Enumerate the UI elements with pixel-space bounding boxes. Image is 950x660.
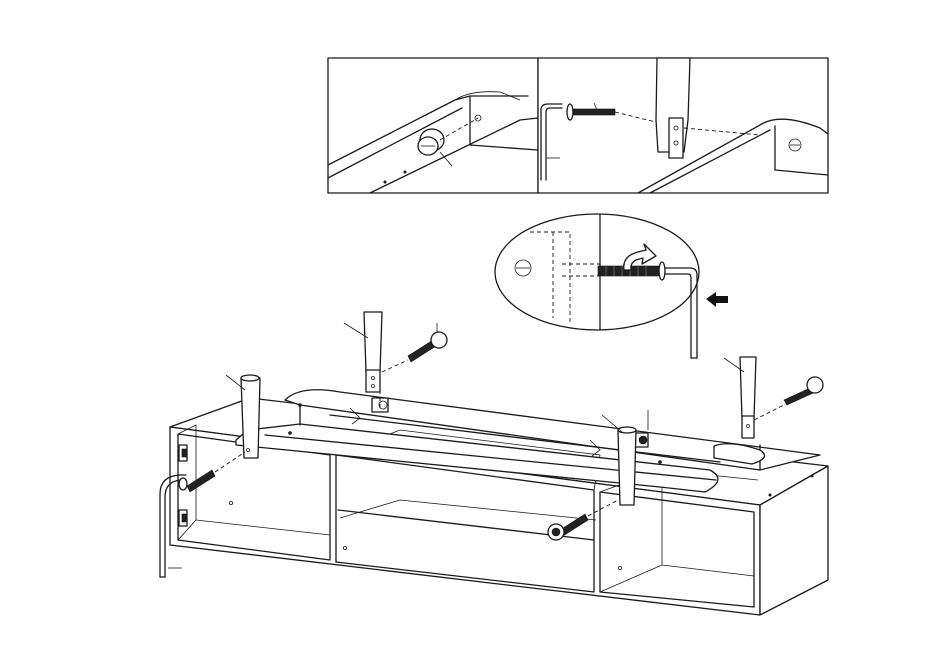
detail-panel-left [328, 58, 538, 193]
leg-rear-left [364, 312, 382, 392]
push-arrow-icon [706, 292, 728, 307]
bolt-rear-right [784, 377, 823, 405]
zoom-detail [495, 214, 728, 358]
leg-detail [656, 58, 690, 158]
hinge [179, 510, 187, 526]
bolt-rear-left [408, 332, 447, 362]
leg-front-left [241, 375, 260, 458]
hinge [179, 445, 187, 461]
leg-rear-right [740, 357, 756, 438]
leg-front-right [618, 427, 636, 505]
detail-panel-right [538, 58, 828, 193]
